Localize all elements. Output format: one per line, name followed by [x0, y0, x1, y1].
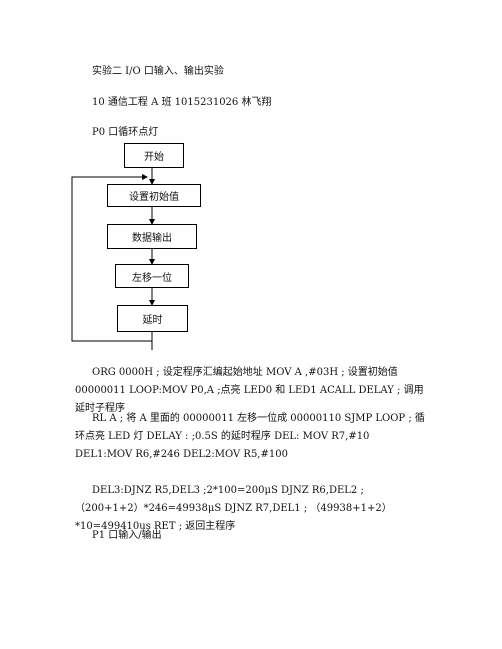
flow-delay-box: 延时: [117, 305, 188, 332]
flow-output-box: 数据输出: [107, 224, 197, 249]
code-paragraph-3: DEL3:DJNZ R5,DEL3 ;2*100=200μS DJNZ R6,D…: [75, 485, 392, 532]
flow-shift-box: 左移一位: [115, 264, 189, 288]
author-line: 10 通信工程 A 班 1015231026 林飞翔: [92, 97, 272, 108]
section-heading-p0: P0 口循环点灯: [92, 127, 159, 138]
section-heading-p1: P1 口输入/输出: [92, 530, 162, 541]
code-paragraph-2: RL A ; 将 A 里面的 00000011 左移一位成 00000110 S…: [75, 413, 425, 460]
flow-start-box: 开始: [124, 143, 184, 168]
flow-init-box: 设置初始值: [107, 184, 201, 207]
code-paragraph-1: ORG 0000H ; 设定程序汇编起始地址 MOV A ,#03H ; 设置初…: [75, 367, 424, 414]
document-title: 实验二 I/O 口输入、输出实验: [92, 66, 224, 77]
